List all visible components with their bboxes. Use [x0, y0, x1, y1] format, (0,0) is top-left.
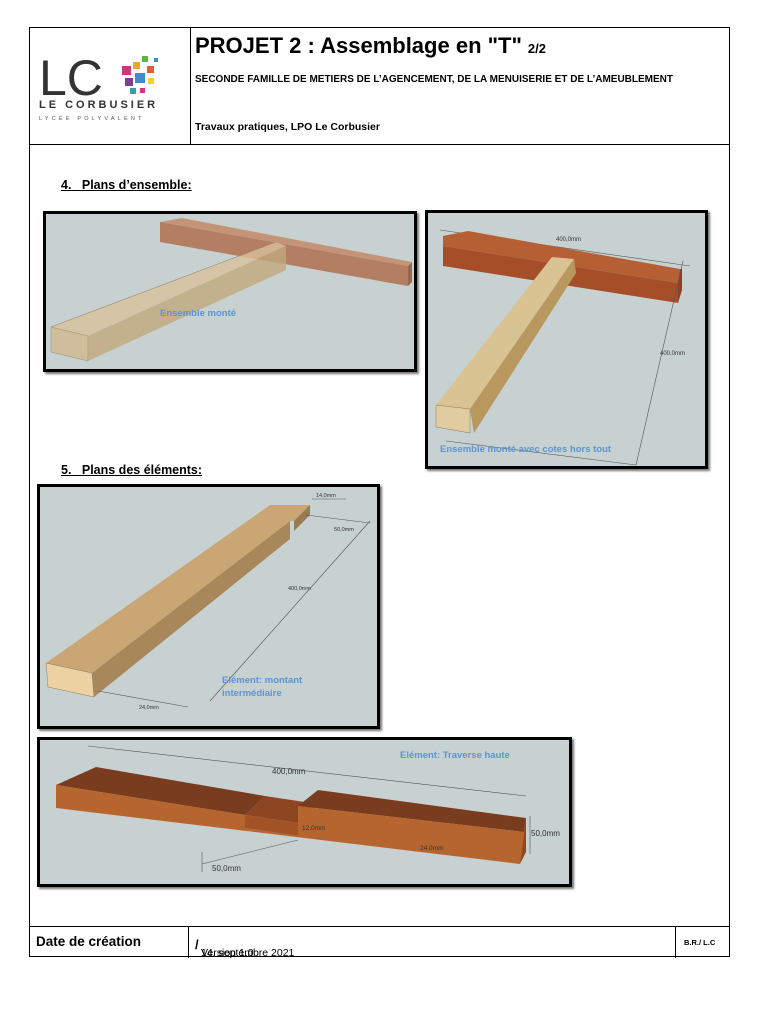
- figure-caption: Ensemble monté: [160, 308, 237, 319]
- montant-drawing: 14,0mm 50,0mm 400,0mm 24,0mm: [45, 493, 371, 711]
- title-cell: PROJET 2 : Assemblage en "T" 2/2 SECONDE …: [191, 28, 729, 144]
- section-heading-plans-ensemble: 4. Plans d’ensemble:: [61, 178, 192, 192]
- dim-depth-label: 12,0mm: [302, 825, 325, 832]
- section-number: 5.: [61, 463, 72, 477]
- page-subtitle: SECONDE FAMILLE DE METIERS DE L’AGENCEME…: [195, 74, 673, 85]
- figure-caption-line1: Elément: montant: [222, 675, 303, 686]
- footer-author-cell: B.R./ L.C: [676, 927, 729, 958]
- dim-end-label: 14,0mm: [316, 493, 336, 499]
- footer-version-line: Version 1.0 / 14. septembre 2021: [195, 937, 294, 959]
- creation-date: 14. septembre 2021: [201, 947, 295, 959]
- logo-cell: LC LE CORBUSIER LYCÉE POLYVALENT: [30, 28, 191, 144]
- version-separator: /: [195, 937, 199, 952]
- dim-length-label: 400,0mm: [272, 767, 306, 776]
- document-footer: Date de création Version 1.0 / 14. septe…: [30, 926, 729, 959]
- section-title: Plans d’ensemble:: [81, 178, 192, 192]
- logo-mark: LC: [39, 50, 103, 106]
- dim-width-label: 24,0mm: [139, 705, 159, 711]
- section-heading-plans-elements: 5. Plans des éléments:: [61, 463, 202, 477]
- dim-tenon-label: 50,0mm: [334, 527, 354, 533]
- page-title: PROJET 2 : Assemblage en "T" 2/2: [195, 33, 546, 59]
- title-text: PROJET 2 : Assemblage en "T": [195, 33, 522, 58]
- version-text: Version 1.0: [201, 947, 254, 959]
- page-frame: LC LE CORBUSIER LYCÉE POLYVALENT: [29, 27, 730, 959]
- section-title: Plans des éléments:: [81, 463, 203, 477]
- dim-length-label: 400,0mm: [288, 586, 311, 592]
- footer-label-cell: Date de création: [30, 927, 189, 958]
- assembly-dimensioned-drawing: 400,0mm 400,0mm: [435, 229, 691, 466]
- figure-ensemble-cotes: 400,0mm 400,0mm Ensemble monté avec cote…: [425, 210, 708, 469]
- figure-caption: Elément: Traverse haute: [400, 750, 510, 761]
- footer-author: B.R./ L.C: [684, 938, 716, 947]
- page-indicator: 2/2: [527, 41, 546, 56]
- logo-name: LE CORBUSIER: [39, 99, 158, 111]
- logo-squares-icon: [122, 56, 158, 94]
- logo-tagline: LYCÉE POLYVALENT: [39, 115, 145, 122]
- dim-notch-label: 50,0mm: [212, 864, 241, 873]
- figure-montant-intermediaire: 14,0mm 50,0mm 400,0mm 24,0mm Elément: mo…: [37, 484, 380, 729]
- footer-version-cell: Version 1.0 / 14. septembre 2021: [189, 927, 676, 959]
- dim-side-label: 400,0mm: [660, 351, 685, 357]
- figure-caption: Ensemble monté avec cotes hors tout: [440, 444, 612, 455]
- document-header: LC LE CORBUSIER LYCÉE POLYVALENT: [30, 28, 729, 145]
- figure-caption-line2: intermédiaire: [222, 688, 282, 699]
- figure-ensemble-monte: Ensemble monté: [43, 211, 417, 372]
- dim-height-label: 50,0mm: [531, 829, 560, 838]
- section-number: 4.: [61, 178, 72, 192]
- lecorbusier-logo: LC LE CORBUSIER LYCÉE POLYVALENT: [39, 50, 158, 122]
- footer-label: Date de création: [36, 934, 142, 949]
- traverse-drawing: 400,0mm 50,0mm 12,0mm 24,0mm 50,0mm: [56, 745, 560, 873]
- dim-thick-label: 24,0mm: [420, 845, 443, 852]
- course-label: Travaux pratiques, LPO Le Corbusier: [195, 121, 380, 133]
- figure-traverse-haute: 400,0mm 50,0mm 12,0mm 24,0mm 50,0mm Elém…: [37, 737, 572, 887]
- assembly-drawing: [50, 218, 412, 362]
- dim-top-label: 400,0mm: [556, 237, 581, 243]
